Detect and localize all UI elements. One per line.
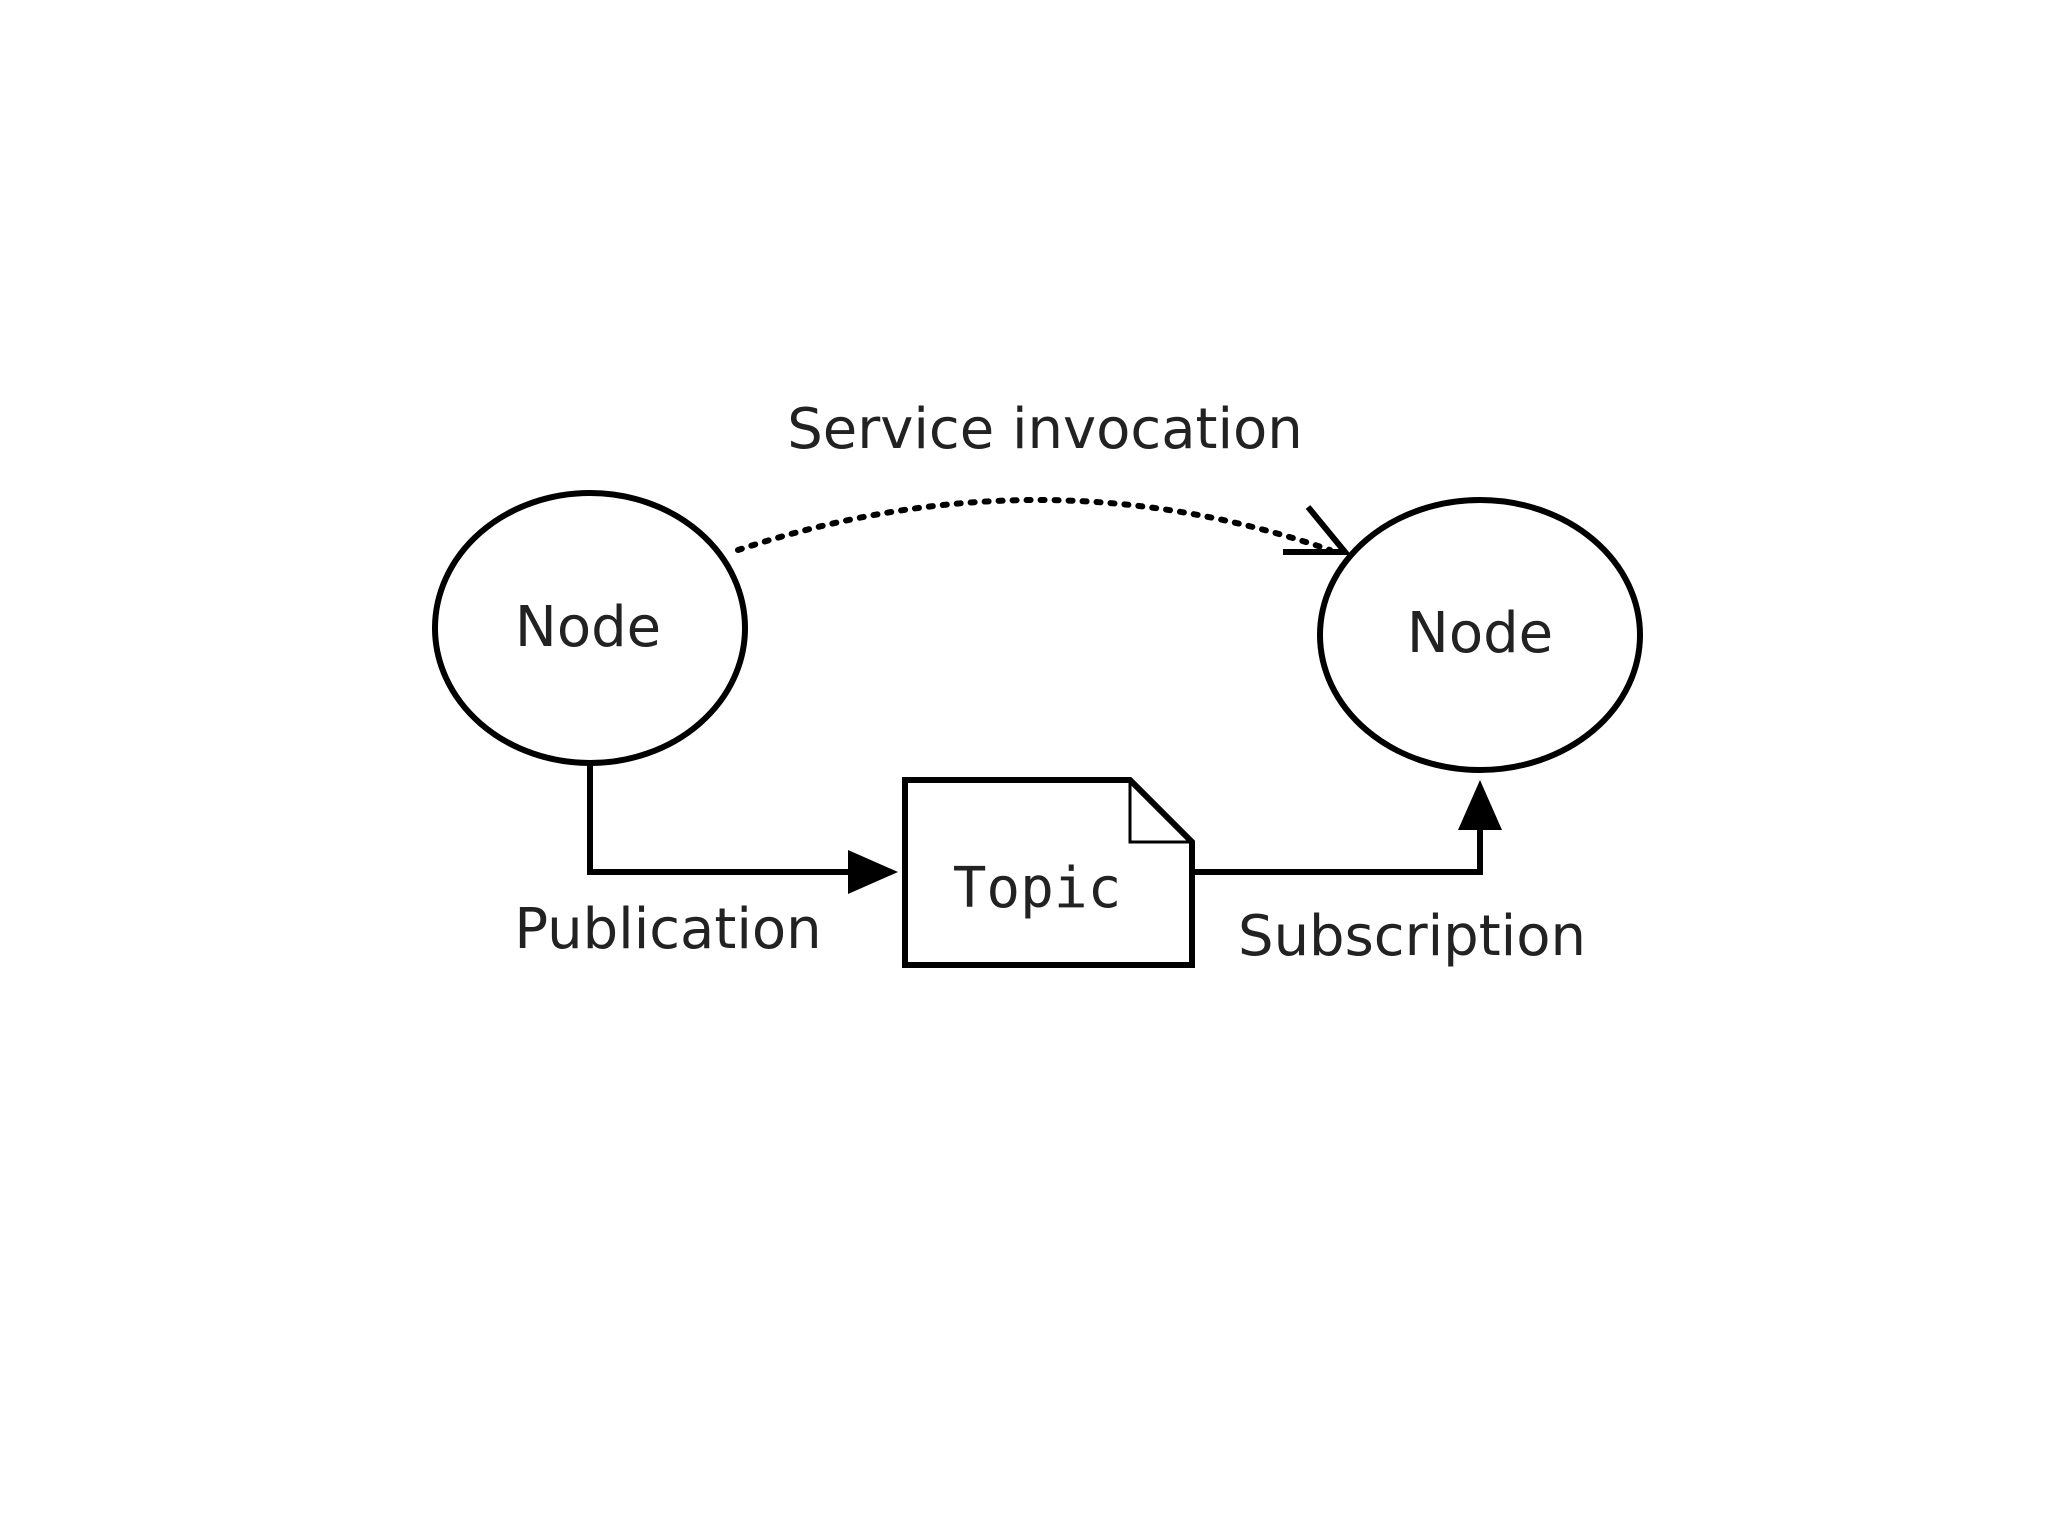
publication-label: Publication (514, 897, 821, 962)
publication-arrowhead (848, 850, 898, 894)
subscription-arrowhead (1458, 780, 1502, 830)
topic-label: Topic (953, 856, 1122, 921)
service-invocation-arrow (735, 497, 1333, 553)
subscription-arrow (1192, 820, 1483, 875)
service-invocation-arrowhead (1283, 505, 1352, 555)
node-right-label: Node (1407, 601, 1553, 666)
publication-arrow (587, 763, 848, 875)
topic-document-shape (902, 777, 1195, 968)
service-invocation-label: Service invocation (787, 397, 1303, 462)
subscription-label: Subscription (1238, 904, 1586, 969)
node-right-shape (1317, 497, 1643, 773)
node-left-label: Node (515, 595, 661, 660)
